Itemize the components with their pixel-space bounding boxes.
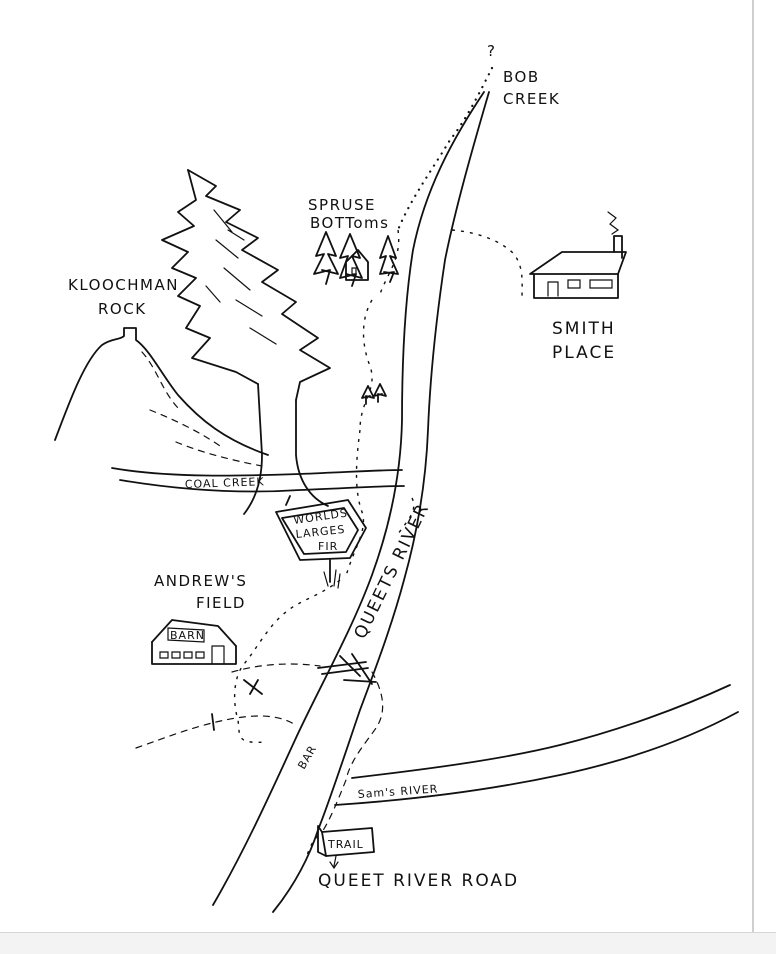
fir-sign-label-2: LARGES — [295, 523, 346, 541]
smith-place-label-2: PLACE — [552, 343, 616, 363]
spruse-bottoms-label-1: SPRUSE — [308, 196, 376, 214]
sams-river-label: Sam's RIVER — [357, 782, 438, 801]
trail-sign-icon — [317, 825, 375, 870]
queet-river-road-label: QUEET RIVER ROAD — [318, 871, 519, 891]
bob-creek-label-1: BOB — [503, 68, 540, 86]
crossing-icon — [243, 653, 377, 695]
bob-creek-label-2: CREEK — [503, 90, 560, 108]
spruce-tree-icon — [313, 231, 399, 405]
trails — [135, 66, 523, 861]
barn-icon — [151, 619, 237, 665]
queets-river-banks — [212, 91, 490, 913]
fir-tree-icon — [161, 169, 331, 515]
fir-sign-label-3: FIR — [318, 540, 338, 553]
page-edge — [752, 0, 754, 932]
andrews-field-label-2: FIELD — [196, 594, 246, 612]
spruse-bottoms-label-2: BOTToms — [310, 214, 389, 232]
smith-place-label-1: SMITH — [552, 319, 616, 339]
coal-creek-banks — [111, 467, 405, 493]
coal-creek-label: COAL CREEK — [185, 475, 265, 491]
sams-river-banks — [334, 684, 739, 806]
bottom-strip — [0, 932, 776, 954]
question-mark-label: ? — [487, 42, 496, 60]
kloochman-rock-icon — [54, 327, 269, 467]
worlds-largest-fir-sign — [275, 495, 367, 589]
trail-label: TRAIL — [327, 838, 364, 851]
kloochman-rock-label-1: KLOOCHMAN — [68, 276, 179, 294]
bar-label: BAR — [295, 743, 319, 772]
andrews-field-label-1: ANDREW'S — [154, 572, 247, 590]
cabin-icon — [345, 249, 369, 281]
house-icon — [529, 211, 627, 299]
hand-drawn-map: ? BOB CREEK SPRUSE BOTToms KLOOCHMAN ROC… — [54, 42, 739, 913]
barn-label: BARN — [170, 629, 205, 642]
kloochman-rock-label-2: ROCK — [98, 300, 147, 318]
